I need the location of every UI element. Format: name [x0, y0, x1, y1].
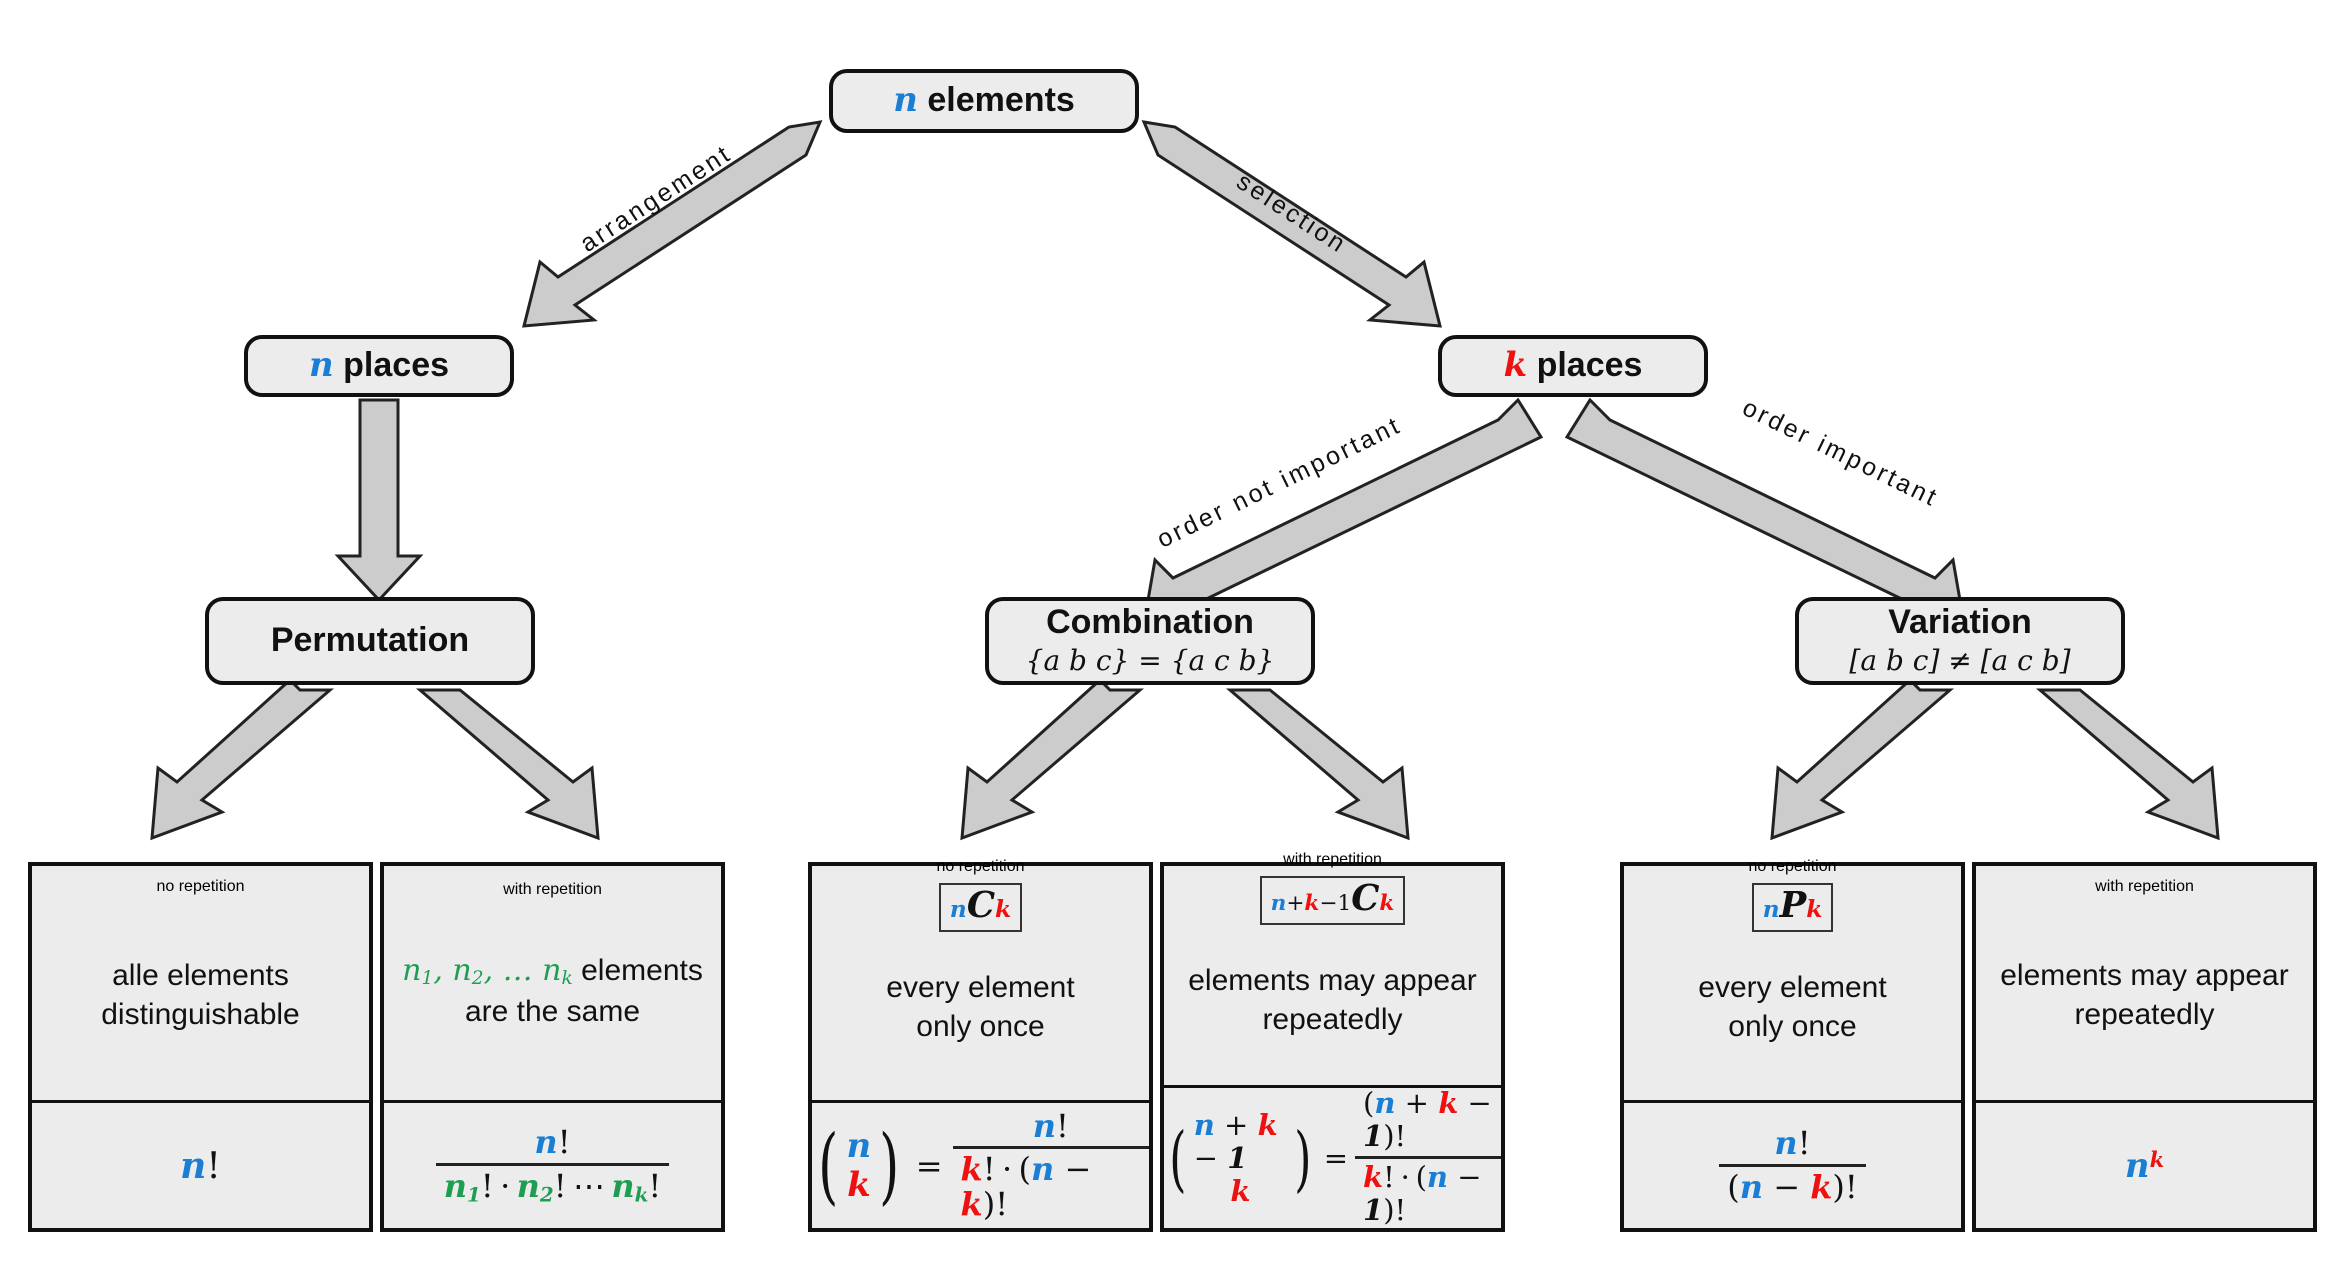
node-variation-subtitle: [a b c] ≠ [a c b]	[1849, 643, 2071, 677]
leaf-formula: nk	[1976, 1103, 2313, 1228]
leaf-body: with repetition n1, n2, … nk elements ar…	[384, 866, 721, 1103]
leaf-permutation-with-repetition[interactable]: with repetition n1, n2, … nk elements ar…	[380, 862, 725, 1232]
arrow-order-important	[1564, 397, 1967, 631]
leaf-formula: n! n1! · n2! ⋯ nk!	[384, 1103, 721, 1228]
node-k-places-label: k places	[1503, 345, 1643, 386]
fraction-numerator: n!	[534, 1123, 571, 1162]
symbol-nPk: nPk	[1751, 883, 1834, 932]
leaf-head-no-repetition: no repetition	[156, 878, 245, 895]
variable-n: n	[2124, 1145, 2150, 1186]
leaf-combination-with-repetition[interactable]: with repetition n+k−1Ck elements may app…	[1160, 851, 1505, 1232]
desc-line-1: elements may appear	[1188, 963, 1477, 997]
binomial-coefficient: ( n + k − 1 k )	[1169, 1107, 1312, 1209]
fraction-denominator: k! · (n − 1)!	[1355, 1156, 1501, 1228]
arrow-selection	[1141, 120, 1442, 328]
leaf-formula: n!	[180, 1144, 221, 1187]
node-permutation[interactable]: Permutation	[205, 597, 535, 685]
leaf-head-with-repetition: with repetition	[2095, 878, 2194, 895]
node-n-elements-label: n elements	[893, 80, 1075, 121]
desc-line-1: every element	[1698, 970, 1887, 1004]
desc-line-2: only once	[916, 1009, 1045, 1043]
variables-n-subscripts: n1, n2, … nk	[402, 953, 573, 990]
variable-k: k	[2149, 1146, 2165, 1172]
fraction-numerator: n!	[1032, 1106, 1069, 1145]
desc-line-1: every element	[886, 970, 1075, 1004]
leaf-description: elements may appear repeatedly	[1188, 961, 1477, 1039]
leaf-formula: ( n + k − 1 k ) = (n + k − 1)! k! · (n −…	[1164, 1086, 1501, 1228]
arrow-variation-with-repetition	[2035, 688, 2220, 841]
variable-k: k	[1503, 345, 1528, 386]
leaf-head-group: no repetition nCk	[936, 858, 1025, 932]
arrow-combination-with-repetition	[1225, 688, 1410, 841]
leaf-formula: ( n k ) = n! k! · (n − k)!	[812, 1103, 1149, 1228]
node-variation-title: Variation	[1888, 603, 2032, 642]
leaf-description: alle elements distinguishable	[101, 956, 299, 1034]
leaf-permutation-no-repetition[interactable]: no repetition alle elements distinguisha…	[28, 862, 373, 1232]
leaf-description: n1, n2, … nk elements are the same	[402, 951, 703, 1030]
symbol-nCk: nCk	[938, 883, 1023, 932]
leaf-description: every element only once	[1698, 968, 1886, 1046]
node-n-elements[interactable]: n elements	[829, 69, 1139, 133]
desc-line-2: distinguishable	[101, 998, 300, 1031]
leaf-body: no repetition nPk every element only onc…	[1624, 858, 1961, 1103]
leaf-description: elements may appear repeatedly	[2000, 956, 2289, 1034]
binomial-coefficient: ( n k )	[818, 1116, 900, 1214]
leaf-variation-with-repetition[interactable]: with repetition elements may appear repe…	[1972, 862, 2317, 1232]
node-n-places-label: n places	[308, 345, 450, 386]
node-k-places-text: places	[1536, 346, 1643, 385]
arrow-variation-no-repetition	[1770, 677, 1955, 841]
leaf-head-with-repetition: with repetition	[503, 881, 602, 899]
arrow-n-places-permutation	[334, 398, 424, 603]
node-combination-subtitle: {a b c} = {a c b}	[1025, 643, 1275, 677]
leaf-head-no-repetition: no repetition	[1748, 858, 1837, 876]
fraction-numerator: (n + k − 1)!	[1363, 1086, 1492, 1154]
leaf-body: with repetition elements may appear repe…	[1976, 866, 2313, 1103]
leaf-combination-no-repetition[interactable]: no repetition nCk every element only onc…	[808, 858, 1153, 1232]
desc-line-1: alle elements	[112, 959, 289, 992]
node-combination[interactable]: Combination {a b c} = {a c b}	[985, 597, 1315, 685]
fraction-denominator: (n − k)!	[1719, 1163, 1866, 1205]
node-combination-title: Combination	[1046, 603, 1254, 642]
leaf-head-group: no repetition nPk	[1748, 858, 1837, 932]
arrow-combination-no-repetition	[960, 677, 1145, 841]
node-permutation-title: Permutation	[270, 621, 470, 660]
arrow-permutation-with-repetition	[415, 688, 600, 841]
node-k-places[interactable]: k places	[1438, 335, 1708, 397]
desc-line-2: are the same	[464, 994, 641, 1028]
leaf-head-group: with repetition n+k−1Ck	[1259, 850, 1406, 925]
leaf-variation-no-repetition[interactable]: no repetition nPk every element only onc…	[1620, 858, 1965, 1232]
equals-sign: =	[1323, 1141, 1349, 1176]
fraction-denominator: k! · (n − k)!	[952, 1145, 1149, 1222]
leaf-body: no repetition nCk every element only onc…	[812, 858, 1149, 1103]
binom-top: n + k − 1	[1193, 1107, 1278, 1175]
leaf-head-with-repetition: with repetition	[1283, 850, 1382, 868]
node-n-elements-text: elements	[927, 81, 1075, 120]
leaf-head-no-repetition: no repetition	[936, 858, 1025, 876]
variable-n: n	[180, 1144, 207, 1187]
node-variation[interactable]: Variation [a b c] ≠ [a c b]	[1795, 597, 2125, 685]
leaf-formula: n! (n − k)!	[1624, 1103, 1961, 1228]
variable-n: n	[893, 80, 918, 121]
symbol-n-plus-k-minus-1-C-k: n+k−1Ck	[1259, 875, 1406, 925]
desc-line-2: repeatedly	[1262, 1002, 1403, 1036]
fraction-denominator: n1! · n2! ⋯ nk!	[435, 1162, 670, 1206]
desc-line-2: only once	[1728, 1009, 1857, 1043]
fraction-numerator: n!	[1774, 1124, 1811, 1163]
arrow-arrangement	[522, 120, 823, 328]
equals-sign: =	[915, 1146, 943, 1185]
node-n-places[interactable]: n places	[244, 335, 514, 397]
desc-line-1: elements	[581, 954, 703, 988]
node-n-places-text: places	[343, 346, 450, 385]
leaf-description: every element only once	[886, 968, 1074, 1046]
arrow-permutation-no-repetition	[150, 677, 335, 841]
leaf-body: no repetition alle elements distinguisha…	[32, 866, 369, 1103]
desc-line-2: repeatedly	[2074, 998, 2215, 1031]
leaf-body: with repetition n+k−1Ck elements may app…	[1164, 851, 1501, 1089]
desc-line-1: elements may appear	[2000, 959, 2289, 992]
variable-n: n	[308, 345, 334, 386]
